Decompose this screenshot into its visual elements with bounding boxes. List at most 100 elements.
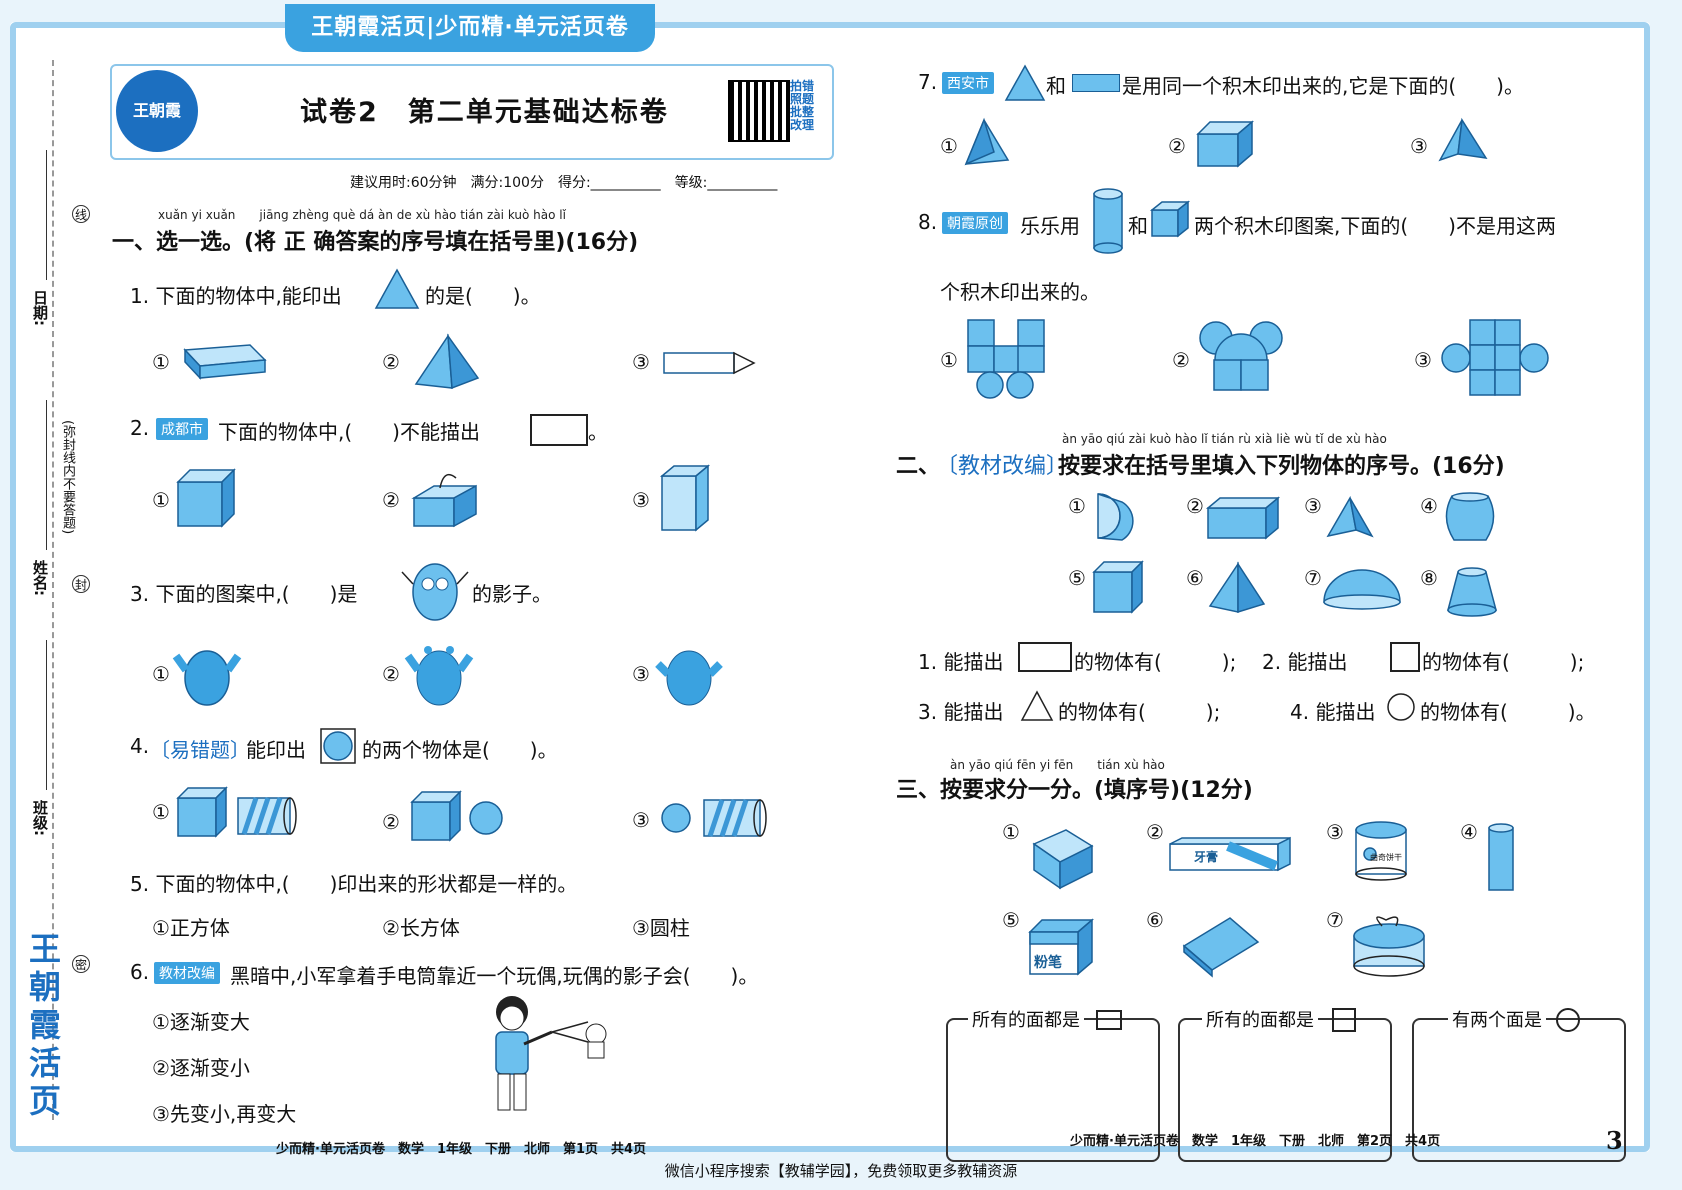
category-1-rectangle-icon — [1096, 1010, 1122, 1030]
logo: 王朝霞 — [116, 70, 198, 152]
pattern-2-icon — [1199, 321, 1283, 391]
s3-n2: ② — [1146, 820, 1164, 844]
q2-tag: 成都市 — [156, 418, 208, 440]
cube-2-icon — [1092, 560, 1144, 614]
seal-line — [52, 60, 56, 1120]
cylinder-icon — [1093, 188, 1123, 254]
s3-title: 三、按要求分一分。(填序号)(12分) — [896, 778, 1253, 803]
q1-opt1: ① — [152, 350, 170, 374]
q4-num: 4. — [130, 734, 150, 758]
s3-n1: ① — [1002, 820, 1020, 844]
footer-left: 少而精·单元活页卷 数学 1年级 下册 北师 第1页 共4页 — [276, 1142, 647, 1157]
q3-opt3: ③ — [632, 662, 650, 686]
name-blank — [46, 400, 47, 550]
s2-n5: ⑤ — [1068, 566, 1086, 590]
pencil-icon — [663, 351, 756, 375]
q8-text2: 两个积木印图案,下面的( )不是用这两 — [1194, 214, 1556, 238]
q6-opt2: ②逐渐变小 — [152, 1056, 250, 1080]
tissue-box-icon — [411, 473, 477, 528]
seal-char-2: 封 — [72, 575, 90, 593]
class-label: 班级: — [31, 800, 49, 836]
q7-tag: 西安市 — [942, 72, 994, 94]
q6-text: 黑暗中,小军拿着手电筒靠近一个玩偶,玩偶的影子会( )。 — [230, 964, 759, 988]
q8-opt2: ② — [1172, 348, 1190, 372]
frustum-icon — [1447, 567, 1497, 617]
book-2-icon — [1182, 917, 1260, 978]
q7-num: 7. — [918, 70, 938, 94]
q7-and: 和 — [1046, 74, 1066, 98]
s2-title-b: 按要求在括号里填入下列物体的序号。(16分) — [1058, 454, 1505, 479]
s2-l4b: 的物体有( )。 — [1420, 700, 1596, 724]
s3-n7: ⑦ — [1326, 908, 1344, 932]
tetrahedron-icon — [964, 117, 1010, 166]
q7-triangle-icon — [1004, 64, 1046, 101]
title-box — [110, 64, 834, 160]
s2-pinyin: àn yāo qiú zài kuò hào lǐ tián rù xià li… — [1062, 432, 1387, 446]
exam-meta: 建议用时:60分钟 满分:100分 得分:__________ 等级:_____… — [350, 175, 778, 191]
q4-tail: 的两个物体是( )。 — [362, 738, 558, 762]
book-icon — [183, 344, 267, 380]
ball-and-cylinder-icon — [661, 799, 767, 837]
q7-rectangle-icon — [1072, 74, 1120, 92]
q1-opt2: ② — [382, 350, 400, 374]
page-title: 试卷2 第二单元基础达标卷 — [300, 97, 669, 128]
q7-opt1: ① — [940, 134, 958, 158]
cuboid-icon — [1196, 120, 1255, 168]
q8-and: 和 — [1128, 214, 1148, 238]
category-2-square-icon — [1332, 1008, 1356, 1032]
s3-n6: ⑥ — [1146, 908, 1164, 932]
gift-box-icon — [1353, 916, 1425, 977]
q4-opt2: ② — [382, 810, 400, 834]
s2-l1a: 1. 能描出 — [918, 650, 1004, 674]
q6-opt1: ①逐渐变大 — [152, 1010, 250, 1034]
s2-n8: ⑧ — [1420, 566, 1438, 590]
q1-tail: 的是( )。 — [425, 284, 541, 308]
s2-n3: ③ — [1304, 494, 1322, 518]
s2-l4a: 4. 能描出 — [1290, 700, 1376, 724]
q1-opt3: ③ — [632, 350, 650, 374]
q3-opt1: ① — [152, 662, 170, 686]
shadow-3-icon — [655, 650, 723, 706]
category-1-label: 所有的面都是 — [968, 1006, 1084, 1032]
s2-l3b: 的物体有( ); — [1058, 700, 1221, 724]
s2-l3a: 3. 能描出 — [918, 700, 1004, 724]
q3-tail: 的影子。 — [472, 582, 552, 606]
s2-n2: ② — [1186, 494, 1204, 518]
chalk-label: 粉笔 — [1034, 955, 1062, 971]
q8-text3: 个积木印出来的。 — [940, 280, 1100, 304]
s2-l1b: 的物体有( ); — [1074, 650, 1237, 674]
s2-circle-icon — [1387, 693, 1415, 721]
q5-text: 5. 下面的物体中,( )印出来的形状都是一样的。 — [130, 872, 578, 896]
s2-tag: 〔教材改编〕 — [936, 454, 1069, 479]
q5-opt2: ②长方体 — [382, 916, 460, 940]
cup-icon — [1488, 823, 1514, 891]
qr-code-icon — [728, 80, 790, 142]
s3-n5: ⑤ — [1002, 908, 1020, 932]
q4-tag: 〔易错题〕 — [150, 738, 250, 762]
cube-icon — [176, 468, 236, 528]
q2-num: 2. — [130, 416, 150, 440]
triangular-prism-icon — [1326, 495, 1374, 538]
s1-title: 一、选一选。(将 正 确答案的序号填在括号里)(16分) — [112, 230, 639, 255]
q2-tail: 。 — [588, 420, 608, 444]
q4-opt1: ① — [152, 800, 170, 824]
category-3-circle-icon — [1556, 1008, 1580, 1032]
shadow-1-icon — [172, 650, 242, 706]
owl-toy-icon — [401, 563, 469, 621]
cube-and-cylinder-icon — [176, 786, 297, 838]
rectangle-icon — [530, 414, 588, 446]
triangle-icon — [374, 268, 420, 309]
s2-n7: ⑦ — [1304, 566, 1322, 590]
prism-icon — [1438, 117, 1488, 162]
jar-icon — [1445, 492, 1495, 541]
category-box-3 — [1412, 1018, 1626, 1162]
s2-l2b: 的物体有( ); — [1422, 650, 1585, 674]
pattern-1-icon — [967, 319, 1045, 399]
cookie-label: 曲奇饼干 — [1370, 853, 1402, 862]
q8-text1: 乐乐用 — [1020, 214, 1080, 238]
s3-n4: ④ — [1460, 820, 1478, 844]
toothpaste-box-icon — [1169, 836, 1291, 872]
s2-n6: ⑥ — [1186, 566, 1204, 590]
s2-title-a: 二、 — [896, 454, 941, 479]
s1-pinyin: xuǎn yi xuǎn jiāng zhèng què dá àn de xù… — [158, 208, 566, 222]
